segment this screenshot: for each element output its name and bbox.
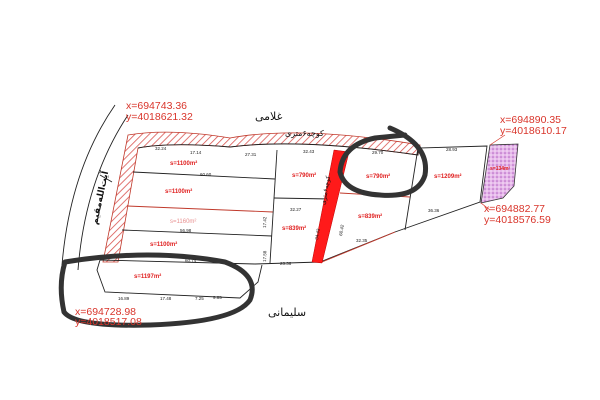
coord-x: x=694890.35 <box>500 114 561 126</box>
parcel-area: s=790m² <box>366 173 390 180</box>
leader-line <box>480 202 491 211</box>
dimension-label: 29.70 <box>372 150 384 155</box>
coord-x: x=694743.36 <box>126 100 187 112</box>
dimension-label: 60.42 <box>338 224 345 236</box>
coord-x: x=694882.77 <box>484 203 545 215</box>
dimension-label: 32.43 <box>303 149 315 154</box>
leader-line <box>489 134 506 146</box>
dimension-label: 17.58 <box>262 250 267 262</box>
dimension-label: 32.27 <box>290 207 302 212</box>
dimension-label: 23.36 <box>280 261 292 266</box>
dimension-label: 60.60 <box>200 172 212 177</box>
street-label-north: کوچه۶متری <box>285 129 324 138</box>
parcel-area: s=790m² <box>292 172 316 179</box>
dimension-label: 17.42 <box>262 216 267 228</box>
dimension-label: 7.25 <box>195 296 204 301</box>
parcel-area: s=1100m² <box>165 188 192 195</box>
dimension-label: 28.93 <box>446 147 458 152</box>
lot-line <box>126 205 274 213</box>
lot-line <box>321 231 396 263</box>
dimension-label: 32.35 <box>356 238 368 243</box>
coord-y: y=4018621.32 <box>126 111 193 123</box>
dimension-label: 17.48 <box>160 296 172 301</box>
dimension-label: 27.31 <box>245 152 257 157</box>
parcel-area: s=134m² <box>490 166 510 172</box>
dimension-label: 34.43 <box>314 228 321 240</box>
dimension-label: 16.89 <box>118 296 130 301</box>
coord-y: y=4018517.08 <box>75 316 142 328</box>
boulevard-edge <box>61 104 116 266</box>
lot-line <box>273 197 331 200</box>
street-label-middle: کوچه۶متری <box>320 175 332 205</box>
hand-marker-circle <box>58 252 255 328</box>
alley-road <box>311 149 350 264</box>
lot-line <box>132 171 276 180</box>
parcel-area: s=839m² <box>282 225 306 232</box>
dimension-label: 32.24 <box>155 146 167 151</box>
coord-y: y=4018610.17 <box>500 125 567 137</box>
coord-y: y=4018576.59 <box>484 214 551 226</box>
street-label-west: آیت‌الله‌مقیم <box>88 169 111 226</box>
dimension-label: 60.74 <box>185 258 197 263</box>
parcel-area: s=1160m² <box>170 219 196 225</box>
dimension-label: 56.98 <box>180 228 192 233</box>
boulevard-tick <box>99 174 113 183</box>
parcel-outline <box>99 143 488 265</box>
green-space <box>480 143 519 204</box>
parcel-area: s=1197m² <box>134 273 161 280</box>
dimension-label: 36.36 <box>428 208 440 213</box>
parcel-area: s=1209m² <box>434 173 462 180</box>
neighbor-south: سلیمانی <box>268 306 306 319</box>
lot-line <box>121 229 273 237</box>
parcel-area: s=1100m² <box>170 160 197 167</box>
parcel-area: s=839m² <box>358 213 382 220</box>
parcel-1197 <box>96 259 263 299</box>
coord-x: x=694728.98 <box>75 306 136 318</box>
dimension-label: 9.85 <box>213 295 222 300</box>
neighbor-north: غلامی <box>255 110 283 123</box>
boulevard-edge <box>77 114 129 271</box>
parcel-area: s=1100m² <box>150 241 177 248</box>
dimension-label: 17.14 <box>190 150 202 155</box>
hand-marker-circle <box>337 125 429 198</box>
lot-line <box>269 149 278 264</box>
